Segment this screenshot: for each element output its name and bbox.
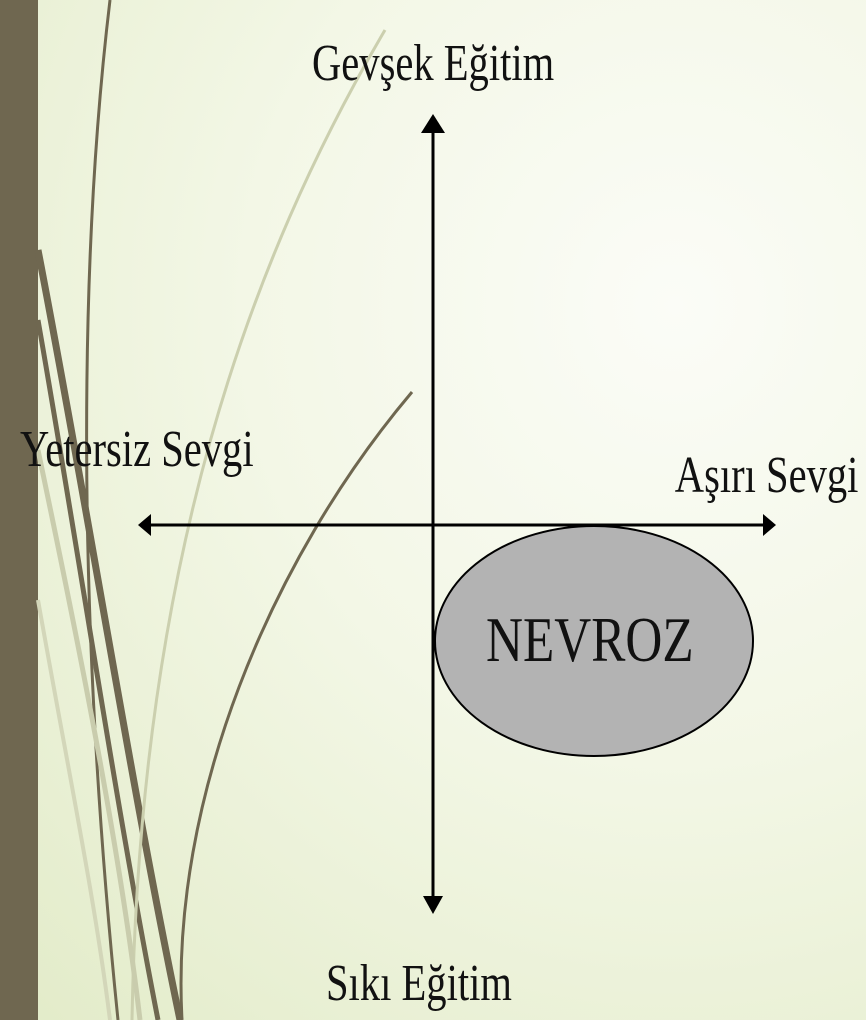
arrow-down-icon	[423, 896, 443, 914]
arrow-left-icon	[138, 514, 151, 536]
grass-stroke	[179, 391, 414, 1020]
grass-stroke	[35, 449, 143, 1020]
axis-label-top: Gevşek Eğitim	[312, 35, 555, 92]
grass-stroke	[34, 249, 184, 1020]
side-bar	[0, 0, 38, 1020]
axis-label-left: Yetersiz Sevgi	[20, 421, 254, 478]
axis-label-right: Aşırı Sevgi	[674, 447, 858, 504]
grass-stroke	[130, 29, 387, 1020]
arrow-up-icon	[421, 114, 445, 133]
grass-stroke	[85, 0, 120, 1020]
nevroz-label: NEVROZ	[486, 604, 694, 675]
grass-stroke	[36, 599, 112, 1020]
axis-label-bottom: Sıkı Eğitim	[326, 955, 512, 1012]
arrow-right-icon	[763, 514, 776, 536]
grass-stroke	[35, 319, 161, 1020]
